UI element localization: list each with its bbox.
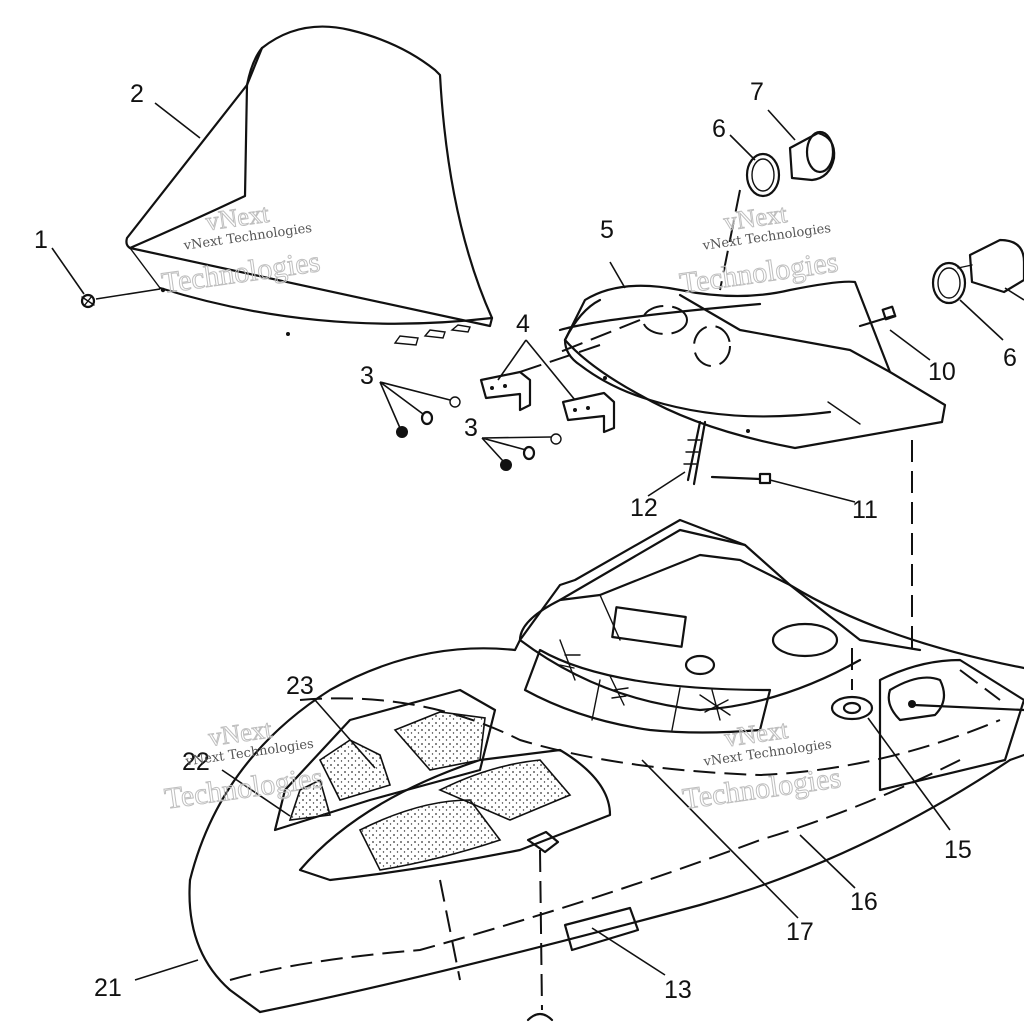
callout-13: 13 bbox=[664, 976, 692, 1004]
callout-1: 1 bbox=[34, 226, 48, 254]
callout-23: 23 bbox=[286, 672, 314, 700]
wire-lead-10 bbox=[858, 305, 897, 328]
hood-body bbox=[188, 518, 1024, 1022]
watermark-top-right: vNext vNext Technologies Technologies bbox=[677, 198, 841, 300]
bracket-left bbox=[479, 370, 532, 412]
nut-washer-set-lower bbox=[500, 433, 562, 471]
callout-12: 12 bbox=[630, 494, 658, 522]
callout-2: 2 bbox=[130, 80, 144, 108]
callout-15: 15 bbox=[944, 836, 972, 864]
callout-10: 10 bbox=[928, 358, 956, 386]
wire-lead-11 bbox=[710, 472, 772, 485]
callout-22: 22 bbox=[182, 748, 210, 776]
rivet bbox=[80, 293, 96, 309]
watermark-bottom-right: vNext vNext Technologies Technologies bbox=[680, 714, 844, 816]
assembly-lines bbox=[519, 189, 913, 690]
gauge-left bbox=[788, 130, 836, 182]
svg-text:Technologies: Technologies bbox=[678, 245, 841, 300]
gauge-right bbox=[957, 238, 1024, 294]
gauge-bezel-left bbox=[745, 152, 781, 198]
gauge-bezel-right bbox=[931, 261, 967, 305]
instrument-console bbox=[558, 280, 947, 450]
callout-7: 7 bbox=[750, 78, 764, 106]
callout-16: 16 bbox=[850, 888, 878, 916]
callout-4: 4 bbox=[516, 310, 530, 338]
callout-3b: 3 bbox=[464, 414, 478, 442]
callout-21: 21 bbox=[94, 974, 122, 1002]
leader-lines bbox=[51, 102, 1024, 981]
bracket-right bbox=[561, 391, 616, 434]
callout-17: 17 bbox=[786, 918, 814, 946]
callout-3a: 3 bbox=[360, 362, 374, 390]
callout-11: 11 bbox=[852, 496, 878, 524]
windshield bbox=[125, 25, 494, 346]
nut-washer-set-upper bbox=[396, 396, 461, 438]
callout-6b: 6 bbox=[1003, 344, 1017, 372]
wire-harness-12 bbox=[683, 420, 707, 486]
callout-5: 5 bbox=[600, 216, 614, 244]
callout-6a: 6 bbox=[712, 115, 726, 143]
callout-labels: 1 2 3 3 4 5 6 6 7 10 11 12 13 15 16 17 2… bbox=[34, 78, 1017, 1004]
